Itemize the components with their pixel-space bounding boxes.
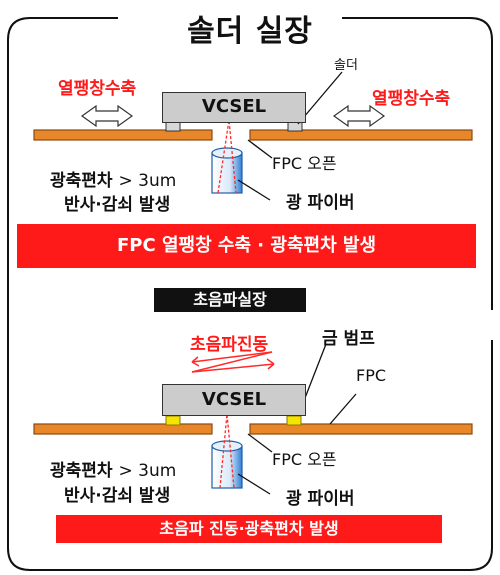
solder-label: 솔더 — [334, 58, 358, 73]
expansion-label-right: 열팽창수축 — [372, 89, 451, 109]
expansion-label-left: 열팽창수축 — [58, 79, 137, 99]
problem-banner-top: FPC 열팽창 수축 · 광축편차 발생 — [17, 224, 476, 268]
fpc-open-leader-top — [247, 139, 273, 159]
fpc-open-label-top: FPC 오픈 — [272, 154, 337, 173]
optical-offset-value-top: > 3um — [118, 171, 177, 191]
fpc-strip-right-top — [249, 129, 473, 141]
expansion-arrow-left — [80, 104, 134, 128]
fiber-leader-top — [237, 179, 271, 201]
fiber-label-bottom: 광 파이버 — [286, 489, 355, 509]
fpc-label: FPC — [356, 366, 387, 385]
gold-bump-left — [165, 415, 181, 426]
fpc-open-label-bottom: FPC 오픈 — [272, 450, 337, 469]
problem-banner-bottom: 초음파 진동·광축편차 발생 — [56, 515, 442, 543]
optical-offset-label-bottom: 광축편차 > 3um — [50, 456, 176, 481]
page-title: 솔더 실장 — [187, 14, 313, 49]
fiber-label-top: 광 파이버 — [286, 193, 355, 213]
vcsel-chip-bottom: VCSEL — [162, 384, 306, 416]
vcsel-chip-top: VCSEL — [162, 92, 306, 123]
outer-frame — [7, 17, 493, 571]
fpc-strip-left-top — [33, 129, 213, 141]
fpc-strip-right-bottom — [249, 423, 473, 435]
optical-offset-text-bottom: 광축편차 — [50, 461, 119, 481]
reflection-label-top: 반사·감쇠 발생 — [64, 195, 171, 215]
gold-bump-right — [286, 415, 302, 426]
reflection-label-bottom: 반사·감쇠 발생 — [64, 486, 171, 506]
fpc-open-leader-bottom — [247, 433, 273, 453]
solder-pad-right-top — [287, 121, 303, 132]
optical-offset-value-bottom: > 3um — [118, 461, 177, 481]
gold-bump-label: 금 범프 — [322, 329, 375, 349]
solder-pad-left-top — [165, 121, 181, 132]
fiber-bottom — [211, 413, 243, 489]
ultrasonic-vibration-label: 초음파진동 — [190, 335, 269, 355]
fpc-leader — [329, 393, 357, 425]
fiber-leader-bottom — [237, 473, 271, 495]
fpc-strip-left-bottom — [33, 423, 213, 435]
optical-offset-text-top: 광축편차 — [50, 171, 119, 191]
method-label: 초음파실장 — [154, 288, 306, 312]
optical-offset-label-top: 광축편차 > 3um — [50, 166, 176, 191]
fiber-top — [211, 119, 243, 194]
expansion-arrow-right — [332, 104, 386, 128]
vibration-arrows — [191, 351, 275, 373]
